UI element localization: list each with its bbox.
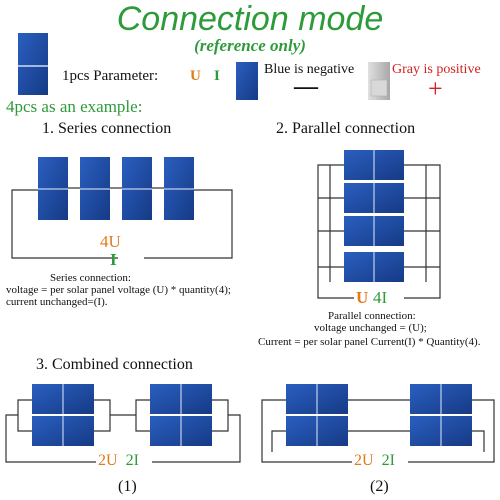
combined-2-label: 2U 2I (354, 452, 395, 469)
blue-sample (236, 62, 258, 100)
example-label: 4pcs as an example: (6, 97, 143, 116)
param-u: U (190, 68, 201, 84)
combined-2-panels (286, 384, 472, 446)
page-subtitle: (reference only) (194, 36, 306, 55)
minus-sign: — (294, 74, 318, 100)
series-voltage-label: 4U (100, 232, 121, 251)
combined-caption-1: (1) (118, 478, 137, 495)
series-desc-1: Series connection: (50, 272, 131, 284)
blue-negative-text: Blue is negative (264, 62, 355, 77)
parallel-desc-2: voltage unchanged = (U); (314, 322, 427, 334)
parallel-current-label: 4I (373, 288, 388, 307)
gray-sample (368, 62, 390, 100)
parallel-voltage-label: U (356, 288, 369, 307)
series-desc-2: voltage = per solar panel voltage (U) * … (6, 284, 231, 296)
param-label: 1pcs Parameter: (62, 68, 159, 84)
combined-1-wires (5, 399, 241, 463)
series-heading: 1. Series connection (42, 120, 172, 137)
combined-1-panels (32, 384, 212, 446)
combined-heading: 3. Combined connection (36, 356, 193, 373)
series-desc-3: current unchanged=(I). (6, 296, 108, 308)
plus-sign: + (428, 74, 443, 103)
combined-caption-2: (2) (370, 478, 389, 495)
parallel-panels (344, 150, 404, 282)
param-i: I (214, 68, 220, 84)
reference-panel (18, 33, 48, 95)
gray-positive-text: Gray is positive (392, 62, 481, 77)
series-current-label: I (110, 250, 117, 269)
parallel-heading: 2. Parallel connection (276, 120, 416, 137)
parallel-wires (317, 164, 441, 299)
parallel-desc-3: Current = per solar panel Current(I) * Q… (258, 336, 481, 348)
page-title: Connection mode (116, 0, 384, 38)
parallel-desc-1: Parallel connection: (328, 310, 416, 322)
series-wires (11, 187, 233, 259)
combined-2-wires (261, 399, 495, 463)
combined-1-label: 2U 2I (98, 452, 139, 469)
series-panels (38, 157, 194, 220)
